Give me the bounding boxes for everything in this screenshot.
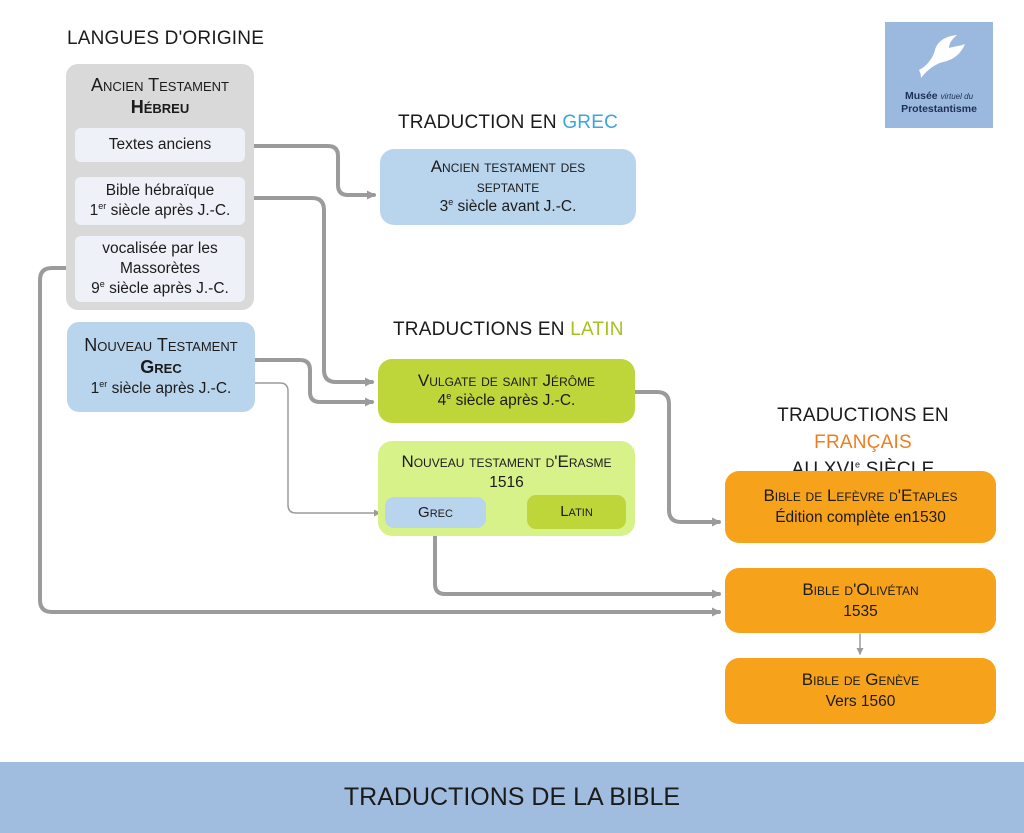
box-olivetan: Bible d'Olivétan 1535: [725, 568, 996, 633]
vulgate-date: 4e siècle après J.-C.: [438, 391, 576, 411]
olivetan-year: 1535: [843, 602, 878, 620]
heading-latin-word: LATIN: [570, 319, 624, 340]
arrow-erasme-grec-to-olivetan: [433, 525, 721, 599]
box-erasme-grec: Grec: [385, 497, 486, 528]
logo-word-protestantisme: Protestantisme: [901, 103, 977, 115]
nouveau-testament-language: Grec: [140, 357, 182, 377]
box-lefevre: Bible de Lefèvre d'Etaples Édition compl…: [725, 471, 996, 543]
date-rest: siècle après J.-C.: [451, 392, 576, 409]
date-sup: er: [98, 200, 107, 211]
logo-word-musee: Musée: [904, 90, 938, 102]
footer-banner: TRADUCTIONS DE LA BIBLE: [0, 762, 1024, 833]
ancien-testament-header: Ancien Testament Hébreu: [66, 74, 254, 118]
massoretes-line1: vocalisée par les: [102, 240, 218, 257]
box-vulgate: Vulgate de saint Jérôme 4e siècle après …: [378, 359, 635, 423]
heading-francais-prefix: TRADUCTIONS EN: [777, 405, 949, 426]
arrow-massoretes-to-olivetan: [38, 266, 721, 617]
logo-word-virtuel: virtuel du: [940, 92, 974, 101]
ancien-testament-title: Ancien Testament: [91, 75, 229, 95]
massoretes-line2: Massorètes: [119, 260, 201, 277]
date-rest: siècle après J.-C.: [107, 380, 232, 397]
date-num: 9: [91, 280, 100, 297]
arrow-vulgate-to-lefevre: [633, 390, 721, 527]
arrow-textes-to-septante: [243, 144, 376, 200]
date-rest: siècle après J.-C.: [106, 202, 231, 219]
bible-hebraique-label: Bible hébraïque: [105, 182, 215, 199]
nouveau-testament-title: Nouveau Testament: [84, 335, 238, 355]
arrow-hebraique-to-vulgate: [243, 196, 374, 387]
heading-francais-sup: e: [855, 459, 861, 470]
box-nouveau-testament: Nouveau Testament Grec 1er siècle après …: [67, 322, 255, 412]
heading-francais-line1: TRADUCTIONS EN FRANÇAIS: [730, 402, 996, 456]
date-num: 1: [89, 202, 99, 219]
date-num: 1: [90, 380, 100, 397]
geneve-line1: Bible de Genève: [801, 670, 920, 689]
heading-langues-origine: LANGUES D'ORIGINE: [67, 28, 265, 49]
septante-line2: septante: [476, 177, 540, 196]
erasme-line1: Nouveau testament d'Erasme: [401, 452, 612, 471]
lefevre-line2: Édition complète en1530: [775, 509, 946, 526]
date-rest: siècle avant J.-C.: [453, 198, 577, 215]
heading-traduction-grec: TRADUCTION EN GREC: [398, 112, 618, 134]
box-erasme-latin: Latin: [527, 495, 626, 529]
date-sup: er: [99, 378, 108, 389]
musee-logo[interactable]: Musée virtuel du Protestantisme: [885, 22, 993, 128]
dove-icon: [919, 35, 965, 78]
date-num: 4: [437, 392, 447, 409]
erasme-latin-label: Latin: [560, 503, 593, 520]
heading-traductions-latin: TRADUCTIONS EN LATIN: [393, 319, 624, 341]
ancien-testament-language: Hébreu: [130, 97, 190, 117]
bible-hebraique-date: 1er siècle après J.-C.: [90, 201, 231, 221]
box-septante: Ancien testament des septante 3e siècle …: [380, 149, 636, 225]
heading-grec-prefix: TRADUCTION EN: [398, 112, 563, 133]
date-sup: e: [99, 278, 105, 289]
olivetan-line1: Bible d'Olivétan: [802, 579, 919, 599]
septante-date: 3e siècle avant J.-C.: [440, 197, 577, 217]
date-sup: e: [448, 196, 454, 207]
heading-grec-word: GREC: [562, 112, 619, 133]
box-bible-hebraique: Bible hébraïque 1er siècle après J.-C.: [75, 177, 245, 225]
box-geneve: Bible de Genève Vers 1560: [725, 658, 996, 724]
textes-anciens-label: Textes anciens: [108, 136, 212, 153]
vulgate-line1: Vulgate de saint Jérôme: [417, 371, 596, 390]
erasme-header: Nouveau testament d'Erasme 1516: [378, 451, 635, 493]
septante-line1: Ancien testament des: [430, 157, 586, 176]
box-massoretes: vocalisée par les Massorètes 9e siècle a…: [75, 236, 245, 302]
date-sup: e: [446, 390, 452, 401]
massoretes-date: 9e siècle après J.-C.: [91, 279, 229, 299]
date-num: 3: [439, 198, 449, 215]
heading-latin-prefix: TRADUCTIONS EN: [393, 319, 571, 340]
nouveau-testament-date: 1er siècle après J.-C.: [91, 378, 232, 400]
geneve-line2: Vers 1560: [825, 693, 896, 710]
heading-francais-word: FRANÇAIS: [814, 432, 912, 453]
lefevre-line1: Bible de Lefèvre d'Etaples: [763, 486, 958, 505]
erasme-year: 1516: [489, 474, 524, 491]
box-textes-anciens: Textes anciens: [75, 128, 245, 162]
erasme-grec-label: Grec: [418, 503, 453, 521]
footer-title: TRADUCTIONS DE LA BIBLE: [343, 783, 681, 811]
arrow-nt-to-vulgate: [253, 358, 374, 407]
date-rest: siècle après J.-C.: [104, 280, 229, 297]
logo-text: Musée virtuel du Protestantisme: [885, 90, 993, 116]
arrow-nt-to-erasme-grec: [254, 382, 381, 517]
logo-line1: Musée virtuel du: [885, 90, 993, 103]
